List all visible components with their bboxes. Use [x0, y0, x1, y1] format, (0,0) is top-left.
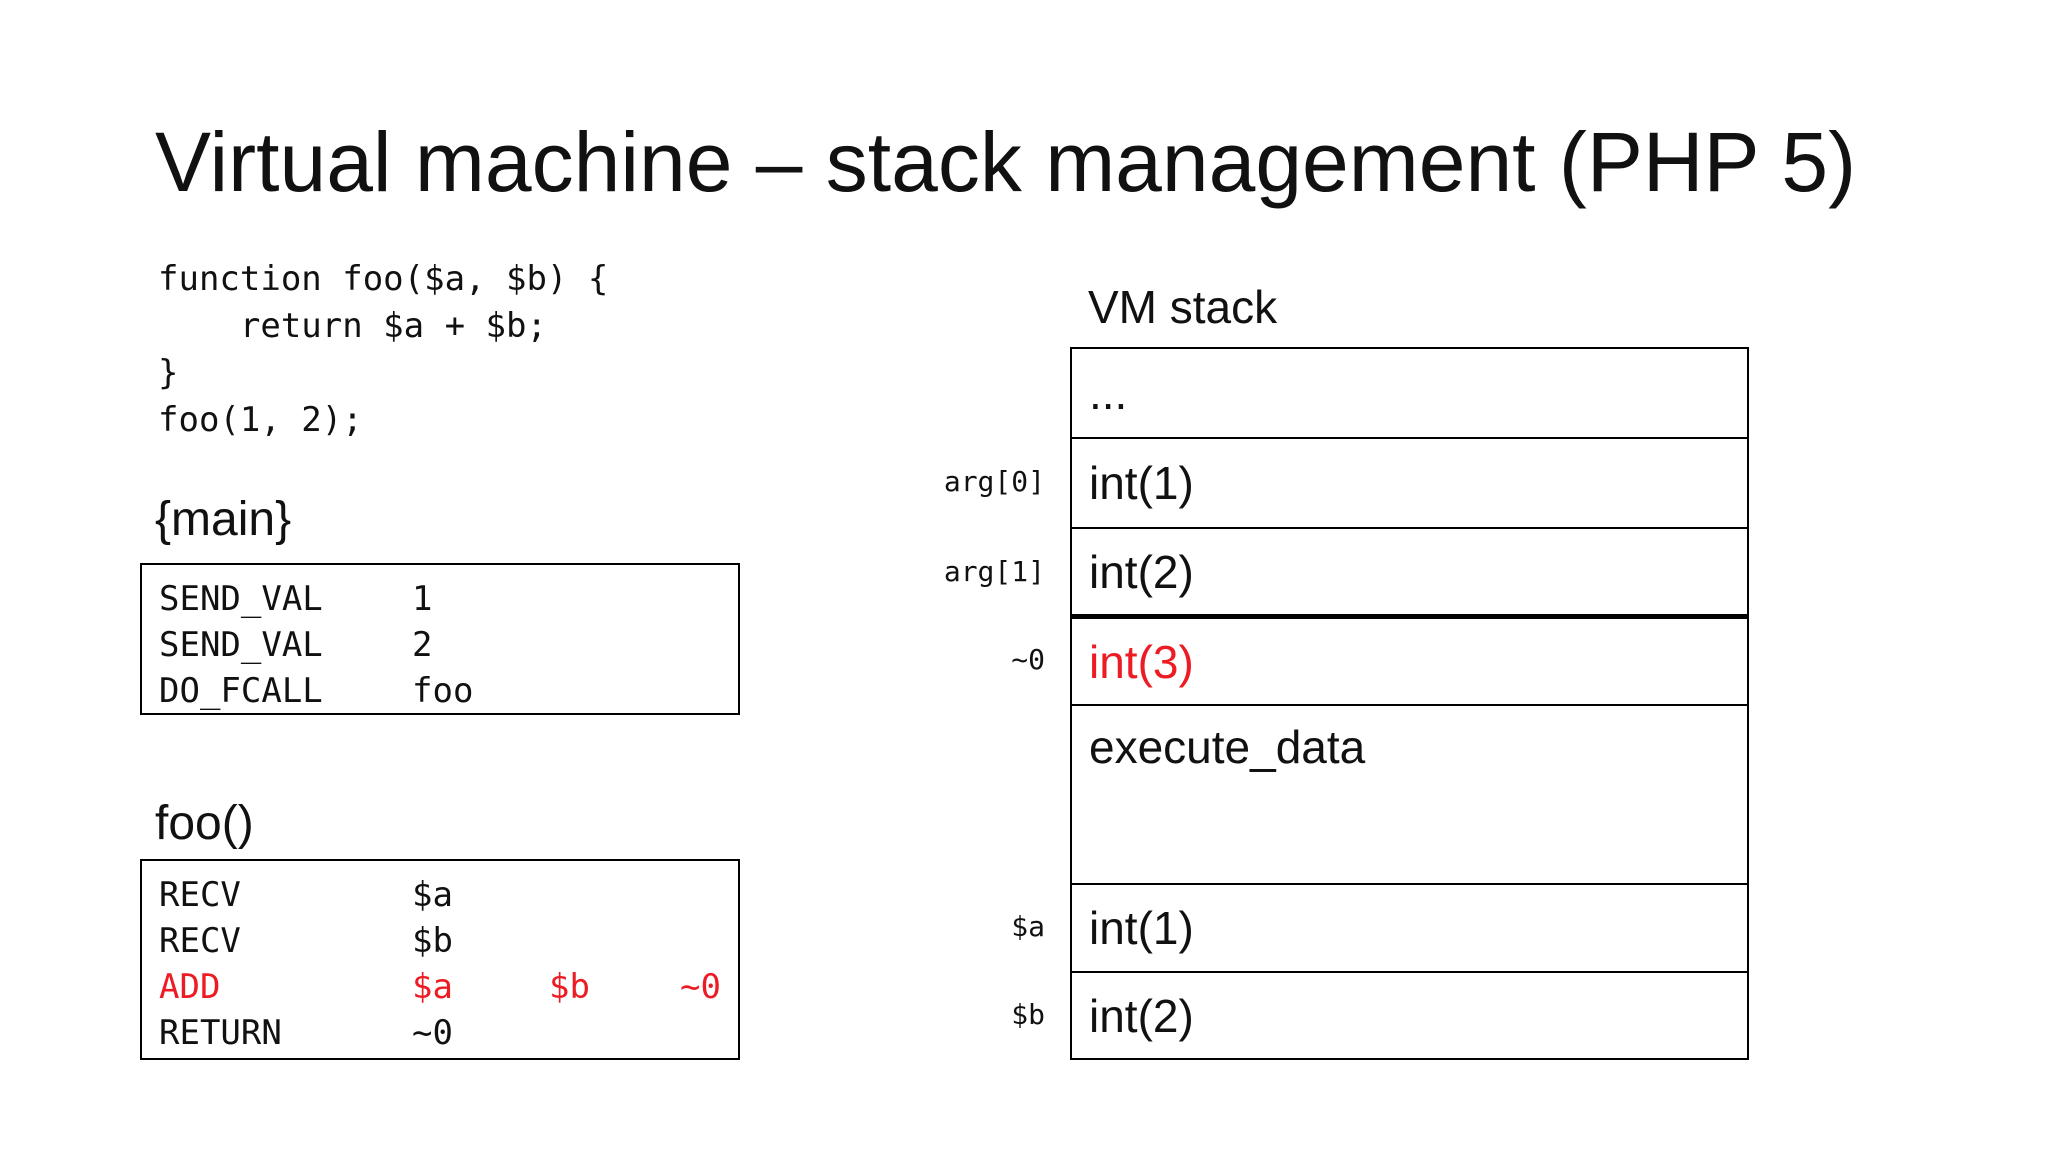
opcode-row: SEND_VAL 2 [159, 622, 738, 668]
stack-cell-value: int(1) [1089, 902, 1194, 954]
opcode-operand: $b [412, 921, 453, 961]
stack-slot-label-var-b: $b [1011, 998, 1045, 1031]
code-line: } [158, 353, 179, 393]
opcode-name: RETURN [159, 1013, 282, 1053]
slide-title: Virtual machine – stack management (PHP … [155, 115, 1857, 209]
stack-cell-value: int(2) [1089, 545, 1194, 598]
vm-stack-box: ... int(1) int(2) int(3) execute_data in… [1070, 347, 1749, 1060]
opcode-row-highlighted: ADD $a $b ~0 [159, 964, 738, 1010]
opcode-operand: $a [412, 967, 453, 1007]
stack-slot-label-arg0: arg[0] [943, 465, 1045, 498]
opcode-operand: $a [412, 875, 453, 915]
opcode-operand: 1 [412, 579, 433, 619]
stack-cell-var-a: int(1) [1072, 885, 1747, 973]
stack-cell-result: int(3) [1072, 619, 1747, 706]
php-code-block: function foo($a, $b) { return $a + $b; }… [158, 256, 608, 444]
stack-cell-value: ... [1089, 367, 1128, 419]
main-section-label: {main} [155, 493, 292, 546]
opcode-row: SEND_VAL 1 [159, 576, 738, 622]
stack-cell-var-b: int(2) [1072, 973, 1747, 1058]
opcode-operand: $b [549, 967, 590, 1007]
vm-stack-title: VM stack [1088, 281, 1278, 333]
opcode-name: SEND_VAL [159, 579, 323, 619]
opcode-operand: 2 [412, 625, 433, 665]
opcode-name: ADD [159, 967, 221, 1007]
stack-cell-execute-data: execute_data [1072, 706, 1747, 885]
opcode-name: SEND_VAL [159, 625, 323, 665]
code-line: foo(1, 2); [158, 400, 363, 440]
stack-cell-value: int(1) [1089, 457, 1194, 509]
stack-slot-label-var-a: $a [1011, 910, 1045, 943]
stack-cell-arg0: int(1) [1072, 439, 1747, 529]
stack-slot-label-result: ~0 [1011, 643, 1045, 676]
opcode-row: RECV $b [159, 918, 738, 964]
opcode-name: RECV [159, 921, 241, 961]
opcode-row: RECV $a [159, 872, 738, 918]
opcode-operand: foo [412, 671, 474, 711]
foo-section-label: foo() [155, 797, 254, 850]
code-line: return $a + $b; [158, 306, 547, 346]
opcode-name: DO_FCALL [159, 671, 323, 711]
main-opcodes-box: SEND_VAL 1 SEND_VAL 2 DO_FCALL foo [140, 563, 740, 715]
opcode-operand: ~0 [412, 1013, 453, 1053]
opcode-name: RECV [159, 875, 241, 915]
stack-cell-arg1: int(2) [1072, 529, 1747, 619]
opcode-row: RETURN ~0 [159, 1010, 738, 1056]
opcode-operand: ~0 [680, 967, 721, 1007]
code-line: function foo($a, $b) { [158, 259, 609, 299]
stack-cell-value: int(3) [1089, 635, 1194, 688]
opcode-row: DO_FCALL foo [159, 668, 738, 714]
stack-cell-ellipsis: ... [1072, 349, 1747, 439]
foo-opcodes-box: RECV $a RECV $b ADD $a $b ~0 RETURN ~0 [140, 859, 740, 1060]
stack-cell-value: int(2) [1089, 989, 1194, 1042]
stack-cell-value: execute_data [1089, 721, 1366, 773]
stack-slot-label-arg1: arg[1] [943, 555, 1045, 588]
